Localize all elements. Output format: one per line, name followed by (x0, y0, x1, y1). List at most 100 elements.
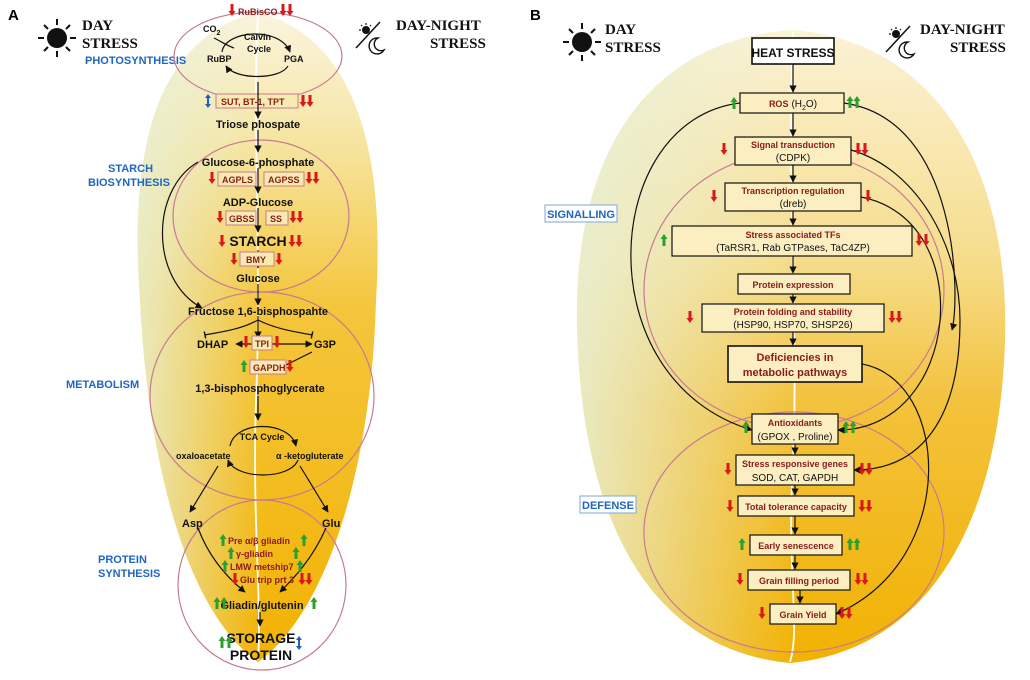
down-arrow-icon (758, 607, 766, 619)
tca-cycle-label: TCA Cycle (240, 432, 285, 442)
down-arrow-icon (861, 143, 869, 155)
dn-label-a-1: DAY-NIGHT (396, 18, 481, 34)
up-arrow-icon (292, 547, 300, 559)
mixed-arrow-icon (296, 636, 302, 650)
section-synthesis: SYNTHESIS (98, 568, 160, 580)
section-signalling: SIGNALLING (547, 209, 615, 221)
box-senescence (749, 534, 843, 556)
down-arrow-icon (305, 172, 313, 184)
down-arrow-icon (838, 607, 846, 619)
down-arrow-icon (289, 211, 297, 223)
down-arrow-icon (298, 573, 306, 585)
enzyme-tpi: TPI (255, 339, 269, 349)
down-arrow-icon (288, 235, 296, 247)
up-arrow-icon (221, 560, 229, 572)
day-label-a-2: STRESS (82, 36, 138, 52)
flow-arrows-b (630, 64, 961, 615)
dn-label-b-1: DAY-NIGHT (920, 22, 1005, 38)
section-metabolism: METABOLISM (66, 379, 139, 391)
mixed-arrow-icon (205, 94, 211, 108)
down-arrow-icon (228, 4, 236, 16)
stress-genes-label-2: SOD, CAT, GAPDH (752, 473, 839, 484)
section-box-signalling (544, 204, 618, 223)
down-arrow-icon (888, 311, 896, 323)
tolerance-label: Total tolerance capacity (745, 502, 847, 512)
down-arrow-icon (710, 190, 718, 202)
antioxidants-label-2: (GPOX , Proline) (757, 432, 832, 443)
enzyme-box-agpss (263, 171, 305, 187)
down-arrow-icon (864, 190, 872, 202)
up-arrow-icon (849, 421, 857, 433)
day-label-a-1: DAY (82, 18, 113, 34)
down-arrow-icon (231, 573, 239, 585)
transporter-label: SUT, BT-1, TPT (221, 97, 285, 107)
heat-stress-label: HEAT STRESS (751, 46, 834, 60)
gene-1: γ-gliadin (236, 549, 273, 559)
antioxidants-label-1: Antioxidants (768, 418, 823, 428)
up-arrow-icon (296, 560, 304, 572)
down-arrow-icon (306, 95, 314, 107)
metabolite-oaa: oxaloacetate (176, 451, 231, 461)
transcription-label-1: Transcription regulation (741, 186, 844, 196)
sun-icon-b (563, 23, 601, 61)
protein-folding-label-1: Protein folding and stability (734, 307, 853, 317)
down-arrow-icon (922, 234, 930, 246)
enzyme-box-agpls (217, 171, 257, 187)
up-arrow-icon (213, 597, 221, 609)
up-arrow-icon (842, 421, 850, 433)
calvin-label-2: Cycle (247, 44, 271, 54)
panel-b: B DAY STRESS DAY-NIGHT STRESS SIGNALLING (530, 7, 1006, 663)
section-starch: STARCH (108, 163, 153, 175)
down-arrow-icon (286, 4, 294, 16)
protein-folding-label-2: (HSP90, HSP70, SHSP26) (733, 320, 853, 331)
enzyme-box-ss (265, 210, 289, 226)
down-arrow-icon (208, 172, 216, 184)
down-arrow-icon (299, 95, 307, 107)
co2-label: CO2 (203, 24, 221, 37)
day-label-b-2: STRESS (605, 40, 661, 56)
day-night-icon-b (885, 25, 916, 59)
down-arrow-icon (861, 573, 869, 585)
metabolite-glucose: Glucose (236, 273, 279, 285)
down-arrow-icon (720, 143, 728, 155)
metabolite-gliadin: Gliadin/glutenin (220, 600, 303, 612)
up-arrow-icon (853, 538, 861, 550)
enzyme-box-gbss (225, 210, 257, 226)
metabolite-akg: α -ketogluterate (276, 451, 344, 461)
up-arrow-icon (742, 421, 750, 433)
calvin-label-1: Calvin (244, 32, 271, 42)
section-defense: DEFENSE (582, 500, 634, 512)
down-arrow-icon (858, 500, 866, 512)
metabolite-triose: Triose phospate (216, 119, 300, 131)
enzyme-agpls: AGPLS (222, 175, 253, 185)
deficiencies-label-1: Deficiencies in (756, 352, 833, 364)
grain-filling-label: Grain filling period (759, 576, 839, 586)
down-arrow-icon (865, 500, 873, 512)
down-arrow-icon (854, 573, 862, 585)
enzyme-ss: SS (270, 214, 282, 224)
down-arrow-icon (858, 463, 866, 475)
calvin-cycle-arrows (213, 33, 292, 77)
down-arrow-icon (286, 360, 294, 372)
gene-2: LMW metship7 (230, 562, 294, 572)
signal-label-1: Signal transduction (751, 140, 835, 150)
down-arrow-icon (242, 336, 250, 348)
down-arrow-icon (865, 463, 873, 475)
up-arrow-icon (310, 597, 318, 609)
metabolite-adpg: ADP-Glucose (223, 197, 293, 209)
grain-yield-label: Grain Yield (779, 610, 826, 620)
metabolite-g3p: G3P (314, 339, 336, 351)
up-arrow-icon (660, 234, 668, 246)
panel-letter-b: B (530, 7, 541, 24)
up-arrow-icon (846, 538, 854, 550)
regulation-arrows-a (205, 4, 320, 650)
down-arrow-icon (736, 573, 744, 585)
sun-icon (38, 19, 76, 57)
up-arrow-icon (219, 534, 227, 546)
up-arrow-icon (225, 636, 233, 648)
down-arrow-icon (296, 211, 304, 223)
metabolite-asp: Asp (182, 518, 203, 530)
enzyme-box-tpi (251, 335, 273, 351)
